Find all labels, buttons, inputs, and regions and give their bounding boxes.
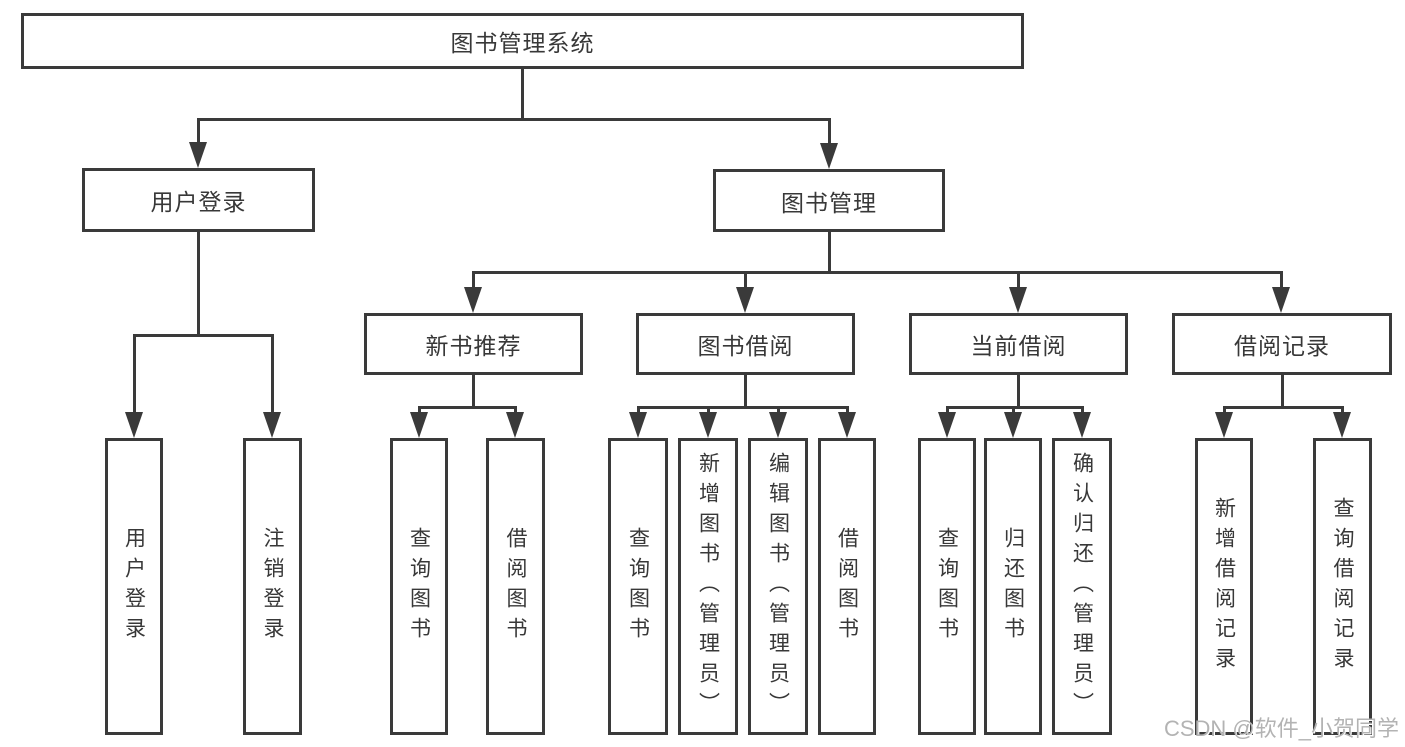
- arrow-down-icon: [736, 287, 754, 313]
- arrow-down-icon: [1272, 287, 1290, 313]
- arrow-down-icon: [838, 412, 856, 438]
- connector-line: [1016, 375, 1020, 407]
- node-leaf-query-book-1: 查询图书: [390, 438, 448, 735]
- arrow-down-icon: [699, 412, 717, 438]
- arrow-stem: [1016, 272, 1020, 295]
- node-leaf-logout: 注销登录: [243, 438, 302, 735]
- arrow-down-icon: [464, 287, 482, 313]
- arrow-down-icon: [410, 412, 428, 438]
- arrow-down-icon: [769, 412, 787, 438]
- connector-line: [743, 375, 747, 407]
- connector-line: [417, 405, 517, 409]
- node-leaf-add-borrow-record: 新增借阅记录: [1195, 438, 1253, 735]
- connector-line: [132, 333, 274, 337]
- node-root: 图书管理系统: [21, 13, 1024, 69]
- arrow-stem: [132, 335, 136, 420]
- node-borrow-records: 借阅记录: [1172, 313, 1392, 375]
- node-leaf-query-book-3: 查询图书: [918, 438, 976, 735]
- connector-line: [471, 375, 475, 407]
- node-leaf-add-book-admin: 新增图书（管理员）: [678, 438, 738, 735]
- node-leaf-confirm-return-admin: 确认归还（管理员）: [1052, 438, 1112, 735]
- node-leaf-borrow-book-2: 借阅图书: [818, 438, 876, 735]
- arrow-down-icon: [1004, 412, 1022, 438]
- arrow-down-icon: [189, 142, 207, 168]
- connector-line: [636, 405, 849, 409]
- node-leaf-query-borrow-record: 查询借阅记录: [1313, 438, 1372, 735]
- connector-line: [196, 232, 200, 335]
- arrow-down-icon: [506, 412, 524, 438]
- node-leaf-user-login: 用户登录: [105, 438, 163, 735]
- arrow-stem: [471, 272, 475, 295]
- connector-line: [1280, 375, 1284, 407]
- node-book-borrow: 图书借阅: [636, 313, 855, 375]
- arrow-down-icon: [125, 412, 143, 438]
- arrow-down-icon: [629, 412, 647, 438]
- arrow-stem: [1279, 272, 1283, 295]
- arrow-stem: [743, 272, 747, 295]
- arrow-down-icon: [1333, 412, 1351, 438]
- node-leaf-edit-book-admin: 编辑图书（管理员）: [748, 438, 808, 735]
- node-leaf-return-book: 归还图书: [984, 438, 1042, 735]
- arrow-down-icon: [263, 412, 281, 438]
- node-user-login-group: 用户登录: [82, 168, 315, 232]
- watermark: CSDN @软件_小贺同学: [1163, 716, 1399, 741]
- connector-line: [471, 270, 1283, 274]
- connector-line: [827, 232, 831, 272]
- connector-line: [520, 69, 524, 119]
- node-current-borrow: 当前借阅: [909, 313, 1128, 375]
- arrow-down-icon: [938, 412, 956, 438]
- arrow-stem: [270, 335, 274, 420]
- arrow-down-icon: [820, 143, 838, 169]
- node-new-book-recommend: 新书推荐: [364, 313, 583, 375]
- node-book-management: 图书管理: [713, 169, 945, 232]
- arrow-stem: [196, 119, 200, 150]
- connector-line: [196, 117, 831, 121]
- connector-line: [1222, 405, 1344, 409]
- arrow-down-icon: [1215, 412, 1233, 438]
- arrow-stem: [827, 119, 831, 151]
- node-leaf-query-book-2: 查询图书: [608, 438, 668, 735]
- arrow-down-icon: [1073, 412, 1091, 438]
- node-leaf-borrow-book-1: 借阅图书: [486, 438, 545, 735]
- connector-line: [945, 405, 1084, 409]
- arrow-down-icon: [1009, 287, 1027, 313]
